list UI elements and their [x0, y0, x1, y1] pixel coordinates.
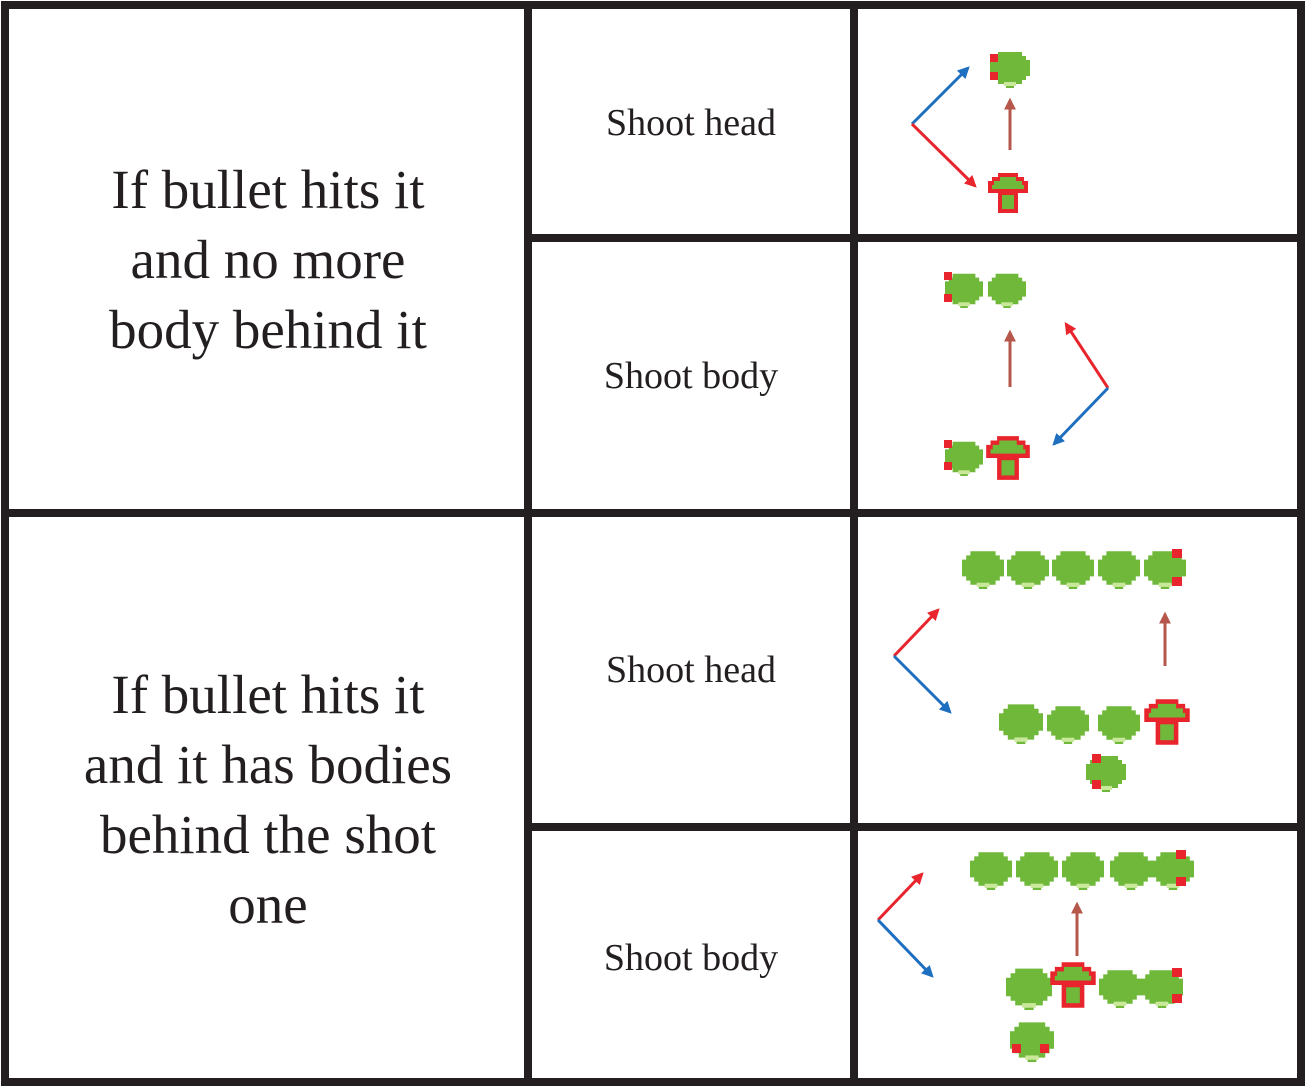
action-cell-2a: Shoot head	[531, 515, 851, 825]
mushroom-icon	[986, 436, 1030, 480]
centipede-segment-icon	[1016, 852, 1058, 890]
centipede-segment-icon	[1098, 551, 1140, 589]
centipede-segment-icon	[1110, 852, 1152, 890]
head-eye-icon	[1172, 549, 1182, 558]
action-shoot-head-1: Shoot head	[606, 102, 776, 144]
condition-2-line-2: and it has bodies	[83, 734, 453, 795]
mushroom-icon	[1144, 699, 1190, 745]
illustration-head-with-bodies	[892, 549, 1190, 792]
condition-1-line-1: If bullet hits it	[111, 159, 425, 220]
centipede-head-icon	[1152, 852, 1194, 890]
centipede-segment-icon	[1062, 852, 1104, 890]
centipede-segment-icon	[1052, 551, 1094, 589]
arrow-blue-icon	[892, 654, 952, 714]
mushroom-icon	[1050, 962, 1096, 1008]
condition-1-line-2: and no more	[130, 229, 406, 290]
condition-2-line-4: one	[228, 874, 308, 935]
condition-2-line-1: If bullet hits it	[111, 664, 425, 725]
arrow-red-icon	[876, 872, 924, 922]
action-cell-1a: Shoot head	[531, 10, 851, 236]
arrow-red-icon	[1064, 321, 1110, 389]
centipede-segment-icon	[1047, 706, 1089, 744]
head-eye-icon	[1092, 754, 1101, 763]
action-shoot-head-2: Shoot head	[606, 649, 776, 691]
head-eye-icon	[1176, 850, 1186, 859]
condition-2-line-3: behind the shot	[99, 804, 437, 865]
head-eye-icon	[944, 272, 952, 280]
condition-cell-1: If bullet hits it and no more body behin…	[10, 10, 526, 510]
head-eye-icon	[944, 462, 952, 470]
arrow-red-icon	[910, 122, 977, 188]
centipede-segment-icon	[1098, 706, 1140, 744]
head-eye-icon	[944, 294, 952, 302]
condition-cell-2: If bullet hits it and it has bodies behi…	[10, 515, 526, 1085]
head-eye-icon	[990, 72, 998, 80]
arrow-blue-icon	[876, 918, 934, 978]
arrow-blue-icon	[1052, 386, 1110, 446]
illustration-body-with-bodies	[876, 850, 1194, 1062]
centipede-segment-icon	[999, 704, 1043, 744]
head-eye-icon	[944, 440, 952, 448]
centipede-head-icon	[1010, 1022, 1054, 1062]
centipede-segment-icon	[988, 273, 1026, 308]
head-eye-icon	[1040, 1044, 1049, 1053]
centipede-segment-icon	[1007, 551, 1049, 589]
condition-1-line-3: body behind it	[109, 299, 427, 360]
action-shoot-body-1: Shoot body	[603, 354, 779, 397]
head-eye-icon	[1176, 877, 1186, 886]
head-eye-icon	[990, 54, 998, 62]
head-eye-icon	[1172, 968, 1182, 977]
head-eye-icon	[1172, 994, 1182, 1003]
head-eye-icon	[1172, 577, 1182, 586]
head-eye-icon	[1092, 780, 1101, 789]
centipede-segment-icon	[962, 551, 1004, 589]
head-eye-icon	[1012, 1044, 1021, 1053]
illustration-head-no-body	[910, 52, 1030, 213]
centipede-segment-icon	[1099, 970, 1141, 1008]
centipede-segment-icon	[1006, 968, 1052, 1010]
action-shoot-body-2: Shoot body	[603, 936, 779, 979]
centipede-segment-icon	[970, 852, 1012, 890]
arrow-blue-icon	[910, 66, 970, 126]
arrow-red-icon	[892, 608, 940, 658]
action-cell-1b: Shoot body	[531, 241, 851, 510]
mushroom-icon	[988, 173, 1028, 213]
illustration-body-no-body	[944, 272, 1110, 480]
action-cell-2b: Shoot body	[531, 830, 851, 1085]
